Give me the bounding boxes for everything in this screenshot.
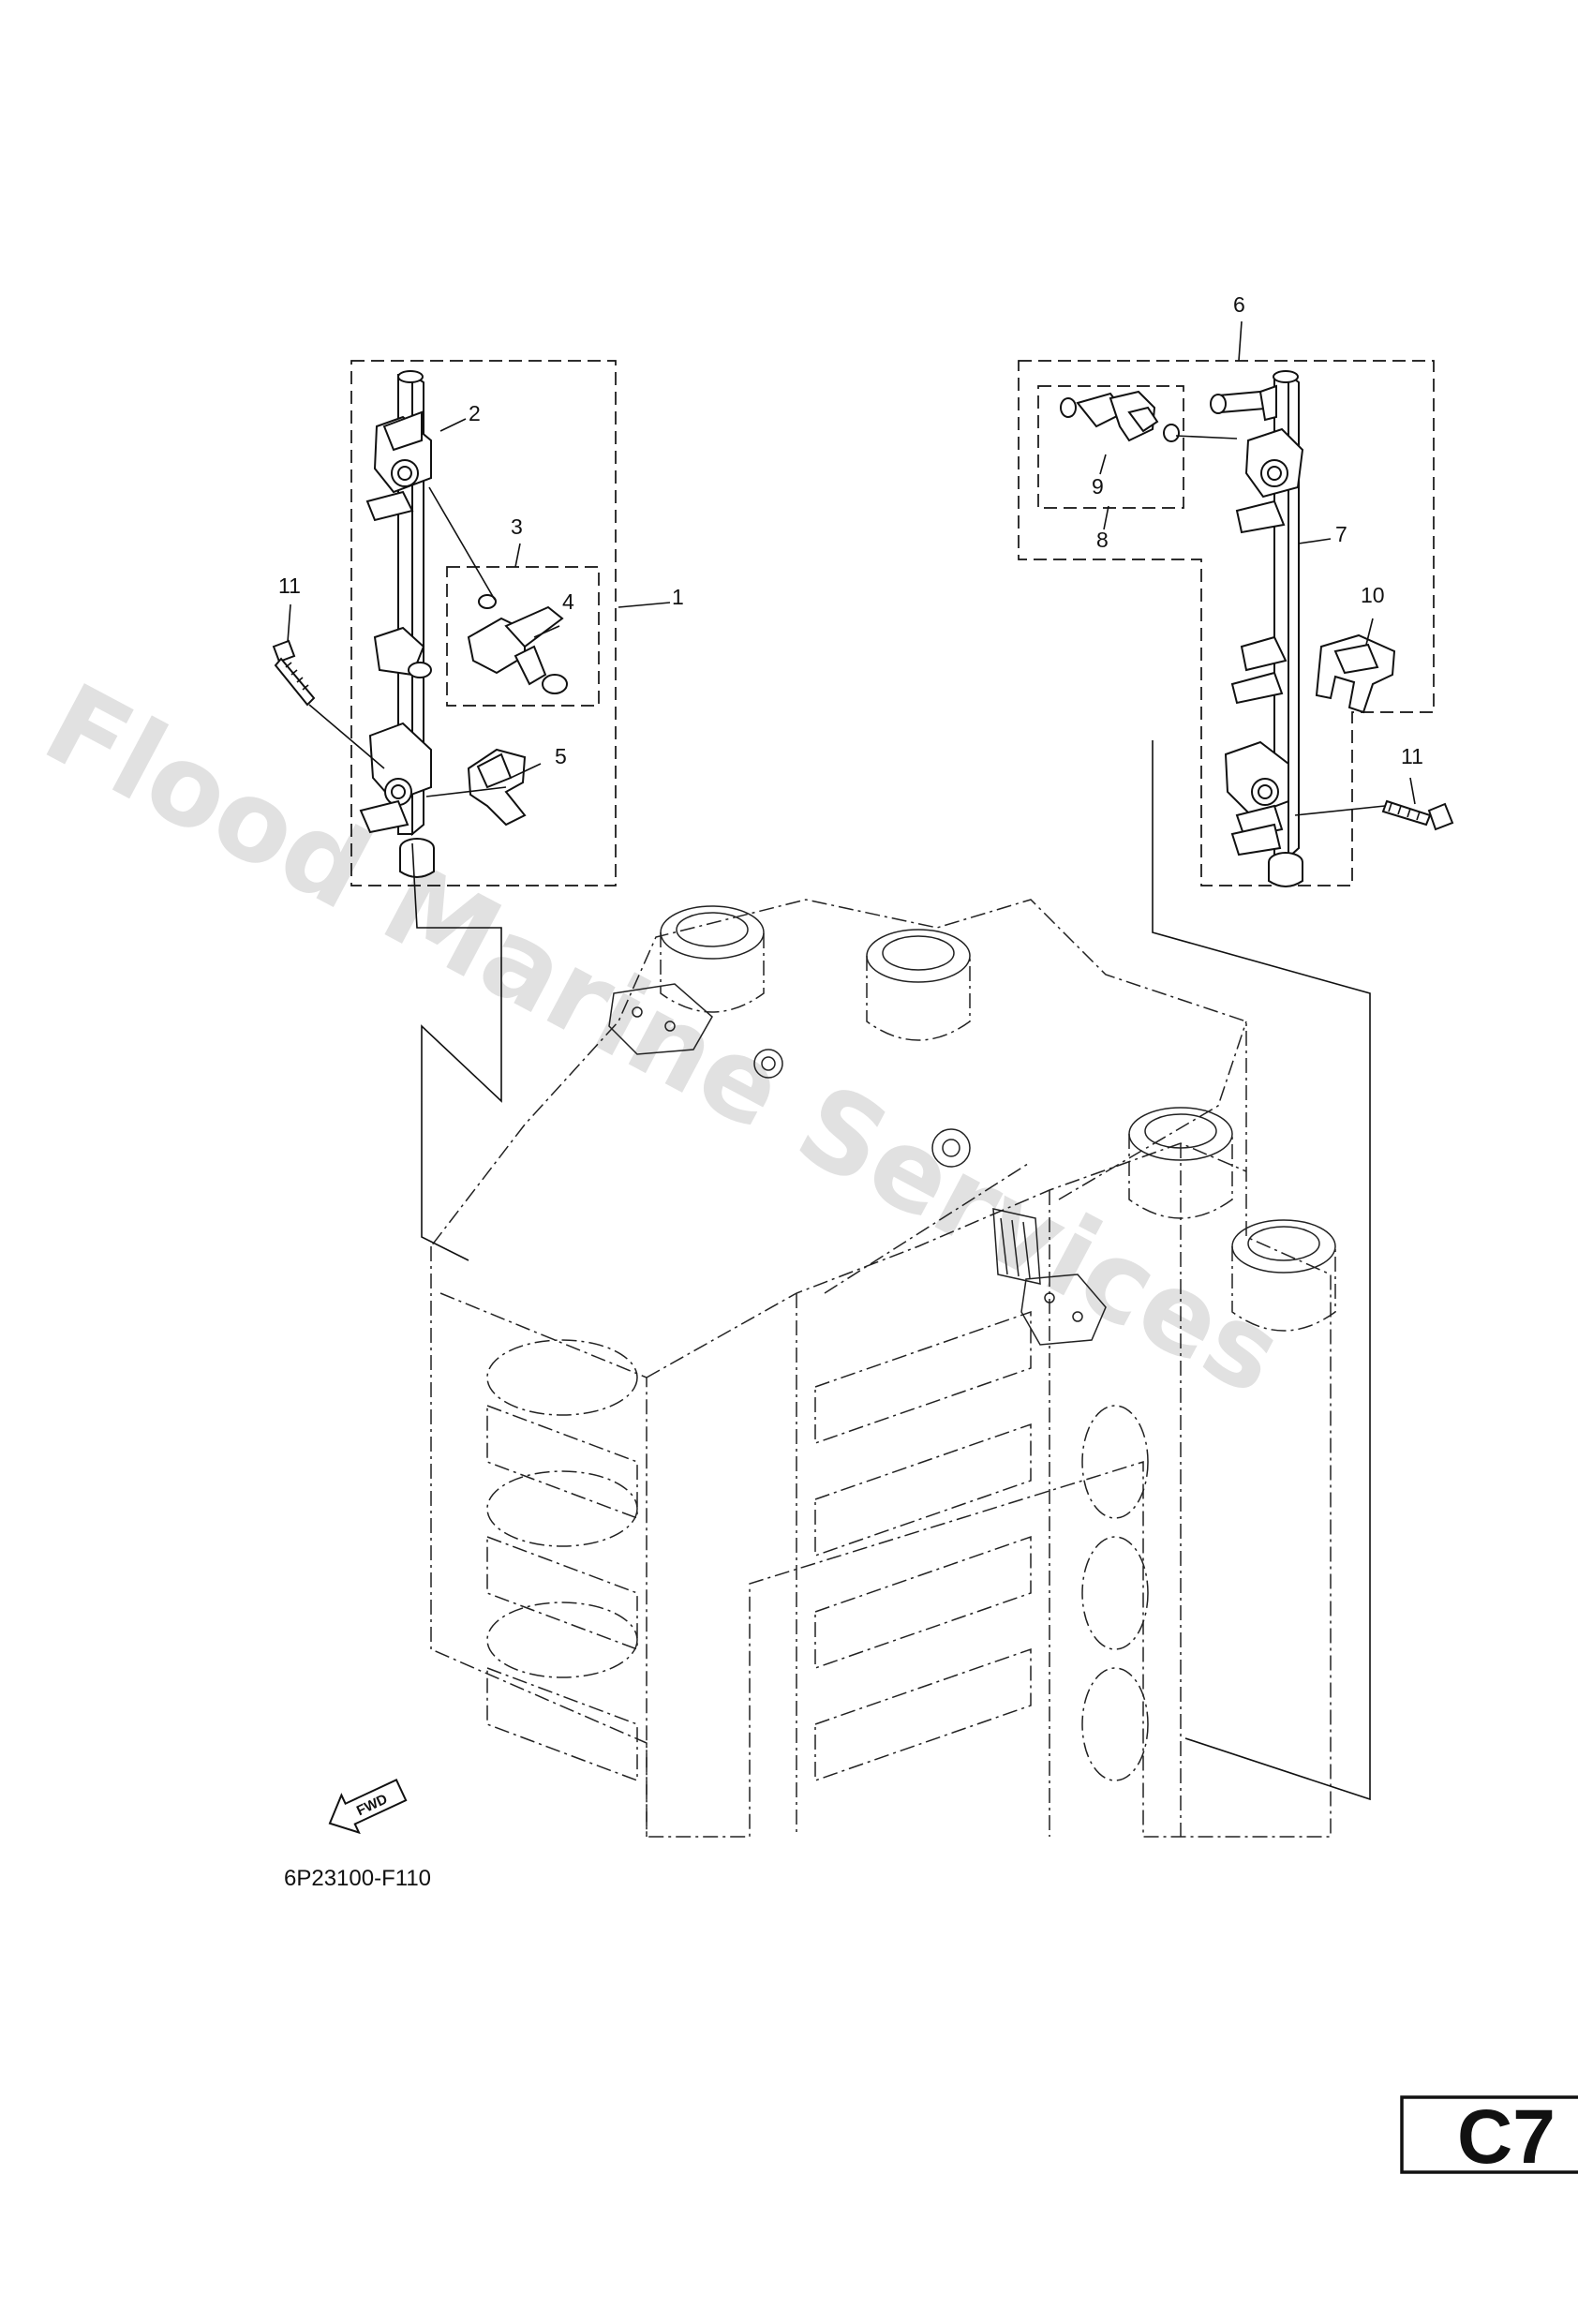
- callout-2: 2: [469, 401, 481, 425]
- callout-11-left: 11: [278, 574, 301, 598]
- watermark: Flood Marine Services: [25, 659, 1303, 1420]
- callout-7: 7: [1335, 522, 1347, 546]
- callout-6: 6: [1233, 292, 1245, 317]
- left-fuel-rail-assembly: [272, 360, 617, 886]
- callout-9: 9: [1092, 474, 1104, 499]
- callout-5: 5: [555, 744, 567, 768]
- drawing-code: 6P23100-F110: [284, 1866, 431, 1891]
- fwd-arrow: FWD: [328, 1779, 408, 1835]
- callout-11-right: 11: [1401, 744, 1423, 768]
- callout-8: 8: [1096, 528, 1109, 552]
- right-fuel-rail-assembly: [1018, 360, 1454, 887]
- leader-lines: [287, 320, 1416, 1801]
- callout-labels: 1 2 3 4 5 6 7 8 9 10 11 11: [278, 292, 1423, 768]
- page-code-box: C7: [1400, 2094, 1578, 2180]
- callout-4: 4: [562, 589, 574, 614]
- callout-3: 3: [511, 514, 523, 539]
- callout-10: 10: [1361, 583, 1385, 607]
- page-code: C7: [1457, 2094, 1556, 2180]
- callout-1: 1: [672, 585, 684, 609]
- engine-block-drawing: [430, 899, 1336, 1838]
